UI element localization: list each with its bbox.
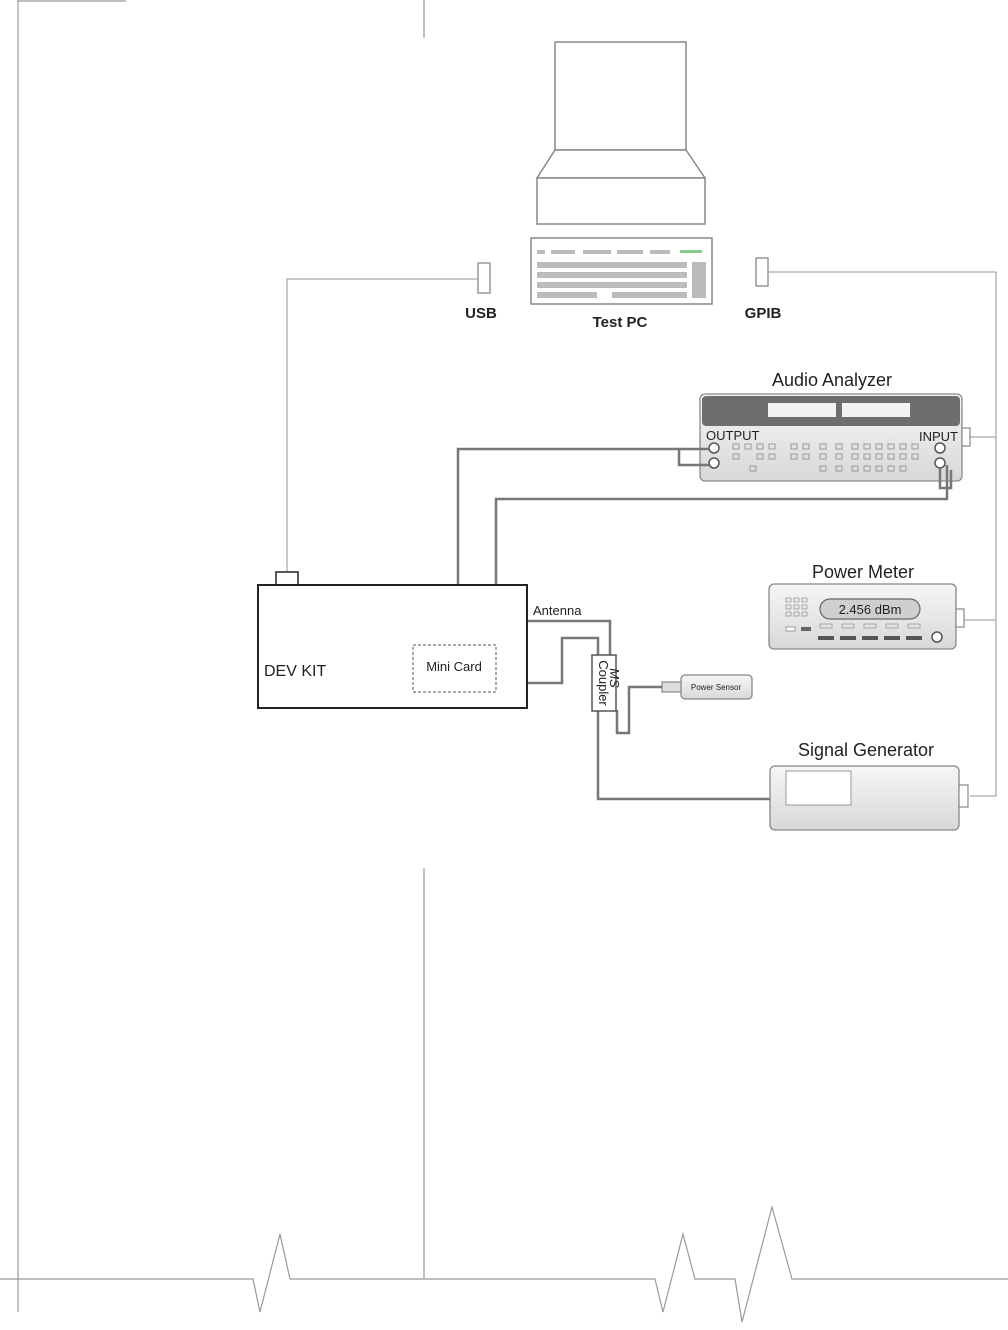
power-meter-switch-dark <box>801 627 811 631</box>
power-meter-sensor-connector <box>932 632 942 642</box>
monitor-bezel <box>537 150 705 178</box>
output-label: OUTPUT <box>706 428 760 443</box>
mini-card-label: Mini Card <box>426 659 482 674</box>
power-meter-gpib-port <box>956 609 964 627</box>
output-connector-2 <box>709 458 719 468</box>
keyboard-leds <box>680 250 702 253</box>
usb-cable <box>287 279 478 572</box>
gpib-label: GPIB <box>745 305 782 322</box>
input-label: INPUT <box>919 429 958 444</box>
power-sensor-label: Power Sensor <box>691 683 742 692</box>
usb-label: USB <box>465 305 497 322</box>
dev-kit-usb-port <box>276 572 298 585</box>
test-pc-label: Test PC <box>593 314 648 331</box>
dev-kit-label: DEV KIT <box>264 663 326 680</box>
coupler-to-sensor-cable <box>617 687 662 733</box>
input-connector-1 <box>935 443 945 453</box>
dev-kit-rf-cable <box>527 638 598 683</box>
audio-analyzer-label: Audio Analyzer <box>772 370 892 390</box>
usb-port <box>478 263 490 293</box>
dev-kit-body <box>258 585 527 708</box>
output-connector-1 <box>709 443 719 453</box>
audio-analyzer-display-left <box>768 403 836 417</box>
monitor-base <box>537 178 705 224</box>
coupler: Coupler MS <box>592 655 622 711</box>
input-connector-2 <box>935 458 945 468</box>
power-sensor: Power Sensor <box>662 675 752 699</box>
signal-generator: Signal Generator <box>770 740 968 830</box>
dev-kit: DEV KIT Mini Card Antenna <box>258 572 582 708</box>
power-meter: Power Meter 2.456 dBm <box>769 562 964 649</box>
audio-analyzer-gpib-port <box>962 428 970 446</box>
power-sensor-connector <box>662 682 682 692</box>
audio-analyzer-display-right <box>842 403 910 417</box>
signal-generator-gpib-port <box>959 785 968 807</box>
antenna-label: Antenna <box>533 603 582 618</box>
monitor-screen <box>555 42 686 150</box>
audio-analyzer: Audio Analyzer OUTPUT INPUT <box>700 370 970 481</box>
pulse-footer-line <box>0 1207 1008 1322</box>
power-meter-bottom-keys <box>818 636 922 640</box>
power-meter-label: Power Meter <box>812 562 914 582</box>
control-cables <box>287 272 996 796</box>
coupler-to-generator-cable <box>598 711 770 799</box>
signal-generator-display <box>786 771 851 805</box>
gpib-bus-cable <box>768 272 996 796</box>
coupler-mark: MS <box>607 668 622 688</box>
test-pc: Test PC <box>531 42 712 331</box>
power-reading: 2.456 dBm <box>839 602 902 617</box>
signal-generator-label: Signal Generator <box>798 740 934 760</box>
gpib-port <box>756 258 768 286</box>
power-meter-switch <box>786 627 795 631</box>
